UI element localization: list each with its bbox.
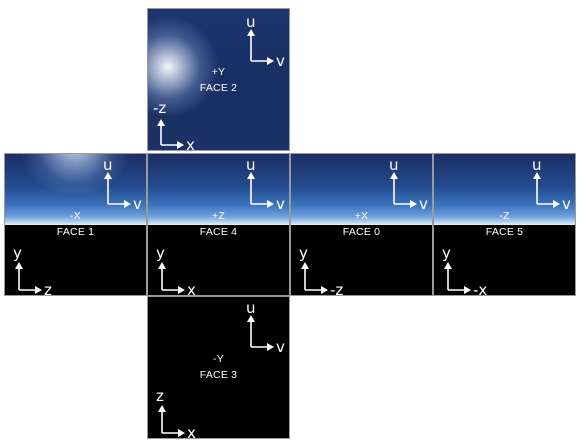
- xyz-right-label: -x: [473, 281, 487, 296]
- face-direction-label: -Z: [499, 210, 510, 222]
- uv-up-arrowhead-icon: [533, 172, 541, 179]
- xyz-right-arrowhead-icon: [178, 429, 185, 437]
- xyz-up-label: -z: [153, 99, 166, 117]
- uv-right-label: v: [419, 195, 428, 213]
- uv-right-arrowhead-icon: [267, 200, 274, 208]
- xyz-axes: y -z: [297, 240, 353, 296]
- face-direction-label: -Y: [213, 353, 224, 365]
- xyz-axes: y -x: [440, 240, 496, 296]
- uv-right-label: v: [133, 195, 142, 213]
- xyz-right-label: x: [186, 136, 195, 151]
- uv-axes: u v: [528, 156, 575, 213]
- face-bottom-neg-y: -Y FACE 3 u v z x: [147, 296, 290, 439]
- face-direction-label: -X: [70, 210, 81, 222]
- face-front-pos-z: +Z FACE 4 u v y x: [147, 153, 290, 296]
- xyz-axes: z x: [154, 383, 206, 439]
- xyz-up-label: y: [13, 244, 22, 262]
- xyz-right-arrowhead-icon: [35, 286, 42, 294]
- sky-background: [291, 154, 432, 225]
- uv-axes: u v: [99, 156, 146, 213]
- uv-up-label: u: [246, 299, 256, 317]
- xyz-up-label: z: [156, 387, 164, 405]
- xyz-axes: -z x: [153, 95, 205, 151]
- xyz-up-label: y: [442, 244, 451, 262]
- uv-right-label: v: [562, 195, 571, 213]
- xyz-right-label: -z: [330, 281, 343, 296]
- uv-right-label: v: [276, 338, 285, 356]
- xyz-up-label: y: [156, 244, 165, 262]
- face-number-label: FACE 3: [199, 369, 238, 381]
- uv-up-arrowhead-icon: [390, 172, 398, 179]
- xyz-right-label: x: [187, 281, 196, 296]
- uv-up-label: u: [389, 156, 399, 174]
- uv-right-arrowhead-icon: [267, 57, 274, 65]
- xyz-right-label: z: [44, 281, 52, 296]
- face-direction-label: +X: [354, 210, 369, 222]
- xyz-axes: y z: [11, 240, 63, 296]
- uv-right-label: v: [276, 195, 285, 213]
- uv-up-arrowhead-icon: [104, 172, 112, 179]
- xyz-axes: y x: [154, 240, 206, 296]
- uv-right-arrowhead-icon: [267, 343, 274, 351]
- face-right-pos-x: +X FACE 0 u v y -z: [290, 153, 433, 296]
- xyz-right-arrowhead-icon: [321, 286, 328, 294]
- uv-axes: u v: [242, 156, 289, 213]
- face-number-label: FACE 4: [199, 226, 238, 238]
- xyz-right-arrowhead-icon: [464, 286, 471, 294]
- uv-axes: u v: [385, 156, 432, 213]
- face-left-neg-x: -X FACE 1 u v y z: [4, 153, 147, 296]
- xyz-up-arrowhead-icon: [15, 262, 23, 269]
- sky-background: [148, 154, 289, 225]
- face-number-label: FACE 1: [56, 226, 95, 238]
- xyz-up-arrowhead-icon: [158, 262, 166, 269]
- uv-axes: u v: [242, 13, 289, 70]
- xyz-right-arrowhead-icon: [178, 286, 185, 294]
- face-back-neg-z: -Z FACE 5 u v y -x: [433, 153, 576, 296]
- uv-right-label: v: [276, 52, 285, 70]
- xyz-right-arrowhead-icon: [177, 141, 184, 149]
- sky-background: [434, 154, 575, 225]
- xyz-up-arrowhead-icon: [444, 262, 452, 269]
- uv-up-label: u: [246, 156, 256, 174]
- face-direction-label: +Z: [212, 210, 225, 222]
- xyz-up-label: y: [299, 244, 308, 262]
- face-top-pos-y: +Y FACE 2 u v -z x: [147, 8, 290, 151]
- xyz-right-label: x: [187, 424, 196, 439]
- xyz-up-arrowhead-icon: [301, 262, 309, 269]
- uv-up-arrowhead-icon: [247, 315, 255, 322]
- face-number-label: FACE 0: [342, 226, 381, 238]
- uv-up-arrowhead-icon: [247, 29, 255, 36]
- uv-up-label: u: [103, 156, 113, 174]
- xyz-up-arrowhead-icon: [157, 119, 165, 126]
- face-number-label: FACE 2: [199, 82, 238, 94]
- uv-up-label: u: [246, 13, 256, 31]
- uv-right-arrowhead-icon: [410, 200, 417, 208]
- uv-right-arrowhead-icon: [553, 200, 560, 208]
- uv-right-arrowhead-icon: [124, 200, 131, 208]
- uv-up-label: u: [532, 156, 542, 174]
- face-direction-label: +Y: [211, 66, 226, 78]
- uv-up-arrowhead-icon: [247, 172, 255, 179]
- uv-axes: u v: [242, 299, 289, 356]
- xyz-up-arrowhead-icon: [158, 405, 166, 412]
- face-number-label: FACE 5: [485, 226, 524, 238]
